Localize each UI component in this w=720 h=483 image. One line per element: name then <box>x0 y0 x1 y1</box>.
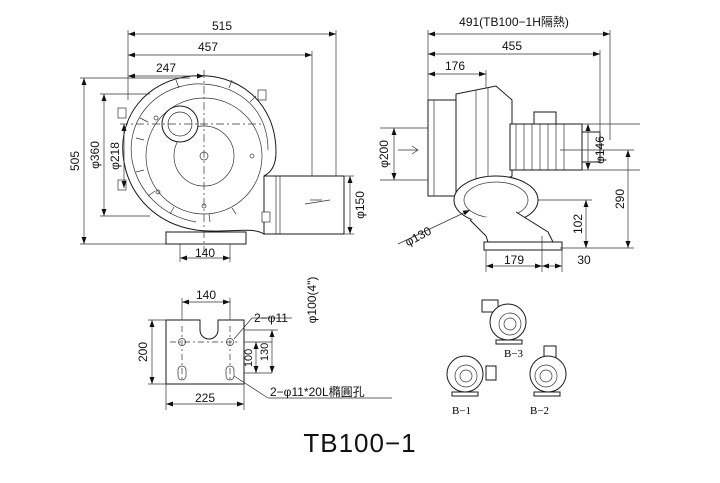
label-b3: B−3 <box>504 348 524 360</box>
dim-plate-140: 140 <box>196 288 216 302</box>
dim-491: 491(TB100−1H隔熱) <box>459 15 569 29</box>
base-plate-view: 140 2−φ11 200 100 130 2−φ11*20L橢圓孔 225 <box>136 288 392 410</box>
dim-457: 457 <box>198 40 218 54</box>
dim-plate-225: 225 <box>195 391 215 405</box>
dim-290: 290 <box>613 189 627 209</box>
dim-102: 102 <box>571 214 585 234</box>
dim-30: 30 <box>577 253 591 267</box>
dim-plate-200: 200 <box>136 342 150 362</box>
dim-phi200: φ200 <box>377 140 391 168</box>
dim-plate-holes: 2−φ11 <box>254 311 288 325</box>
label-b1: B−1 <box>452 405 471 417</box>
orientation-b1: B−1 <box>446 355 497 417</box>
dim-front-140: 140 <box>195 246 215 260</box>
dim-176: 176 <box>445 59 465 73</box>
dim-phi150: φ150 <box>353 191 367 219</box>
label-b2: B−2 <box>530 405 549 417</box>
dim-phi218: φ218 <box>108 142 122 170</box>
dim-phi360: φ360 <box>88 141 102 169</box>
front-view: 515 457 247 505 φ360 φ218 φ150 φ100(4") … <box>68 19 367 323</box>
dim-phi130: φ130 <box>403 224 434 250</box>
orientation-b3: B−3 <box>481 299 527 360</box>
dim-515: 515 <box>212 19 232 33</box>
dim-179: 179 <box>504 253 524 267</box>
orientation-b2: B−2 <box>529 345 567 417</box>
side-view: 491(TB100−1H隔熱) 455 176 φ200 φ146 290 10… <box>377 15 640 272</box>
pipe-label: φ100(4") <box>305 277 319 324</box>
dim-plate-slot: 2−φ11*20L橢圓孔 <box>270 384 365 399</box>
dim-247: 247 <box>156 61 176 75</box>
dim-plate-100: 100 <box>243 349 255 367</box>
dim-455: 455 <box>502 39 522 53</box>
dim-plate-130: 130 <box>259 343 271 361</box>
dim-505: 505 <box>68 151 82 171</box>
model-title: TB100−1 <box>303 428 417 458</box>
